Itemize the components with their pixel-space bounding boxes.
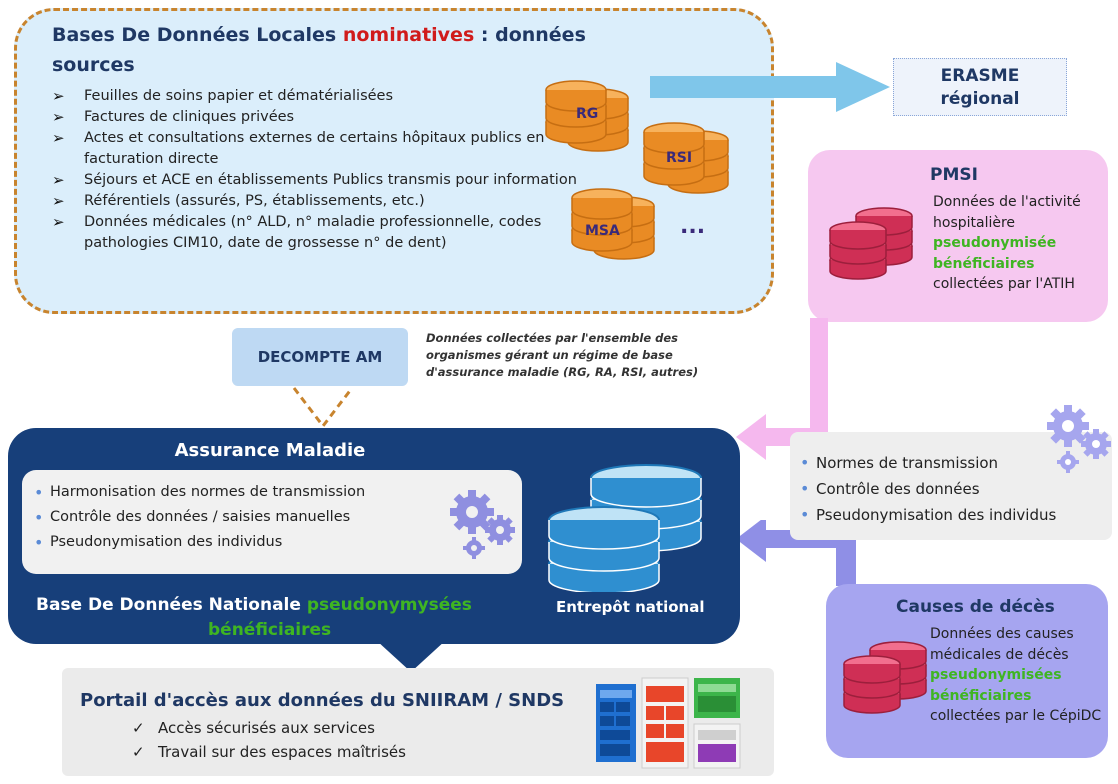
pmsi-description: Données de l'activité hospitalière pseud… [933, 192, 1103, 295]
list-item: Pseudonymisation des individus [30, 530, 490, 555]
text-part: Données de l'activité hospitalière [933, 194, 1081, 231]
list-item: Séjours et ACE en établissements Publics… [48, 170, 578, 191]
portal-pointer [376, 640, 446, 672]
causes-deces-title: Causes de décès [896, 597, 1055, 617]
text-part: collectées par le CépiDC [930, 708, 1102, 724]
list-item: Contrôle des données / saisies manuelles [30, 505, 490, 530]
list-item: Actes et consultations externes de certa… [48, 128, 578, 170]
gears-icon [450, 490, 515, 559]
portal-screenshot-thumbnail [596, 677, 741, 769]
local-databases-title: Bases De Données Locales nominatives : d… [52, 20, 612, 80]
assurance-processing-list: Harmonisation des normes de transmission… [30, 480, 490, 555]
rg-label: RG [576, 106, 599, 122]
list-item: Données médicales (n° ALD, n° maladie pr… [48, 212, 578, 254]
list-item: Travail sur des espaces maîtrisés [128, 740, 528, 764]
gears-icon [1047, 405, 1111, 473]
transmission-list: Normes de transmission Contrôle des donn… [796, 450, 1116, 528]
causes-database-icon [843, 641, 927, 714]
list-item: Harmonisation des normes de transmission [30, 480, 490, 505]
title-part: : données sources [52, 24, 586, 76]
list-item: Référentiels (assurés, PS, établissement… [48, 191, 578, 212]
erasme-line1: ERASME [940, 66, 1020, 86]
list-item: Accès sécurisés aux services [128, 716, 528, 740]
pmsi-database-icon [829, 207, 913, 280]
list-item: Pseudonymisation des individus [796, 502, 1116, 528]
text-part: Données des causes médicales de décès [930, 626, 1074, 663]
assurance-maladie-title: Assurance Maladie [174, 440, 366, 461]
text-highlight: pseudonymysées [306, 595, 472, 615]
decompte-connector [292, 387, 354, 429]
title-part: Bases De Données Locales [52, 24, 343, 46]
more-databases-ellipsis: ... [680, 214, 706, 239]
causes-deces-description: Données des causes médicales de décès ps… [930, 624, 1105, 727]
text-part: Base De Données Nationale [36, 595, 307, 615]
national-database-label: Base De Données Nationale pseudonymysées [36, 592, 556, 618]
portail-title: Portail d'accès aux données du SNIIRAM /… [80, 690, 565, 711]
text-highlight: pseudonymisée bénéficiaires [933, 235, 1057, 272]
msa-label: MSA [585, 223, 620, 239]
rsi-label: RSI [666, 150, 693, 166]
text-highlight: pseudonymisées bénéficiaires [930, 667, 1062, 704]
list-item: Feuilles de soins papier et dématérialis… [48, 86, 578, 107]
national-warehouse-icon [548, 464, 702, 592]
list-item: Normes de transmission [796, 450, 1116, 476]
list-item: Contrôle des données [796, 476, 1116, 502]
entrepot-national-label: Entrepôt national [556, 598, 705, 616]
decompte-am-box: DECOMPTE AM [232, 328, 408, 386]
decompte-note: Données collectées par l'ensemble des or… [426, 331, 699, 379]
arrow-to-erasme [650, 62, 890, 112]
title-highlight: nominatives [342, 24, 475, 46]
portail-list: Accès sécurisés aux services Travail sur… [128, 716, 528, 764]
text-part: collectées par l'ATIH [933, 276, 1075, 292]
list-item: Factures de cliniques privées [48, 107, 578, 128]
pmsi-title: PMSI [930, 165, 978, 185]
erasme-box: ERASME régional [893, 58, 1067, 116]
national-database-label-2: bénéficiaires [208, 620, 332, 640]
local-sources-list: Feuilles de soins papier et dématérialis… [48, 86, 578, 254]
erasme-line2: régional [940, 89, 1020, 109]
